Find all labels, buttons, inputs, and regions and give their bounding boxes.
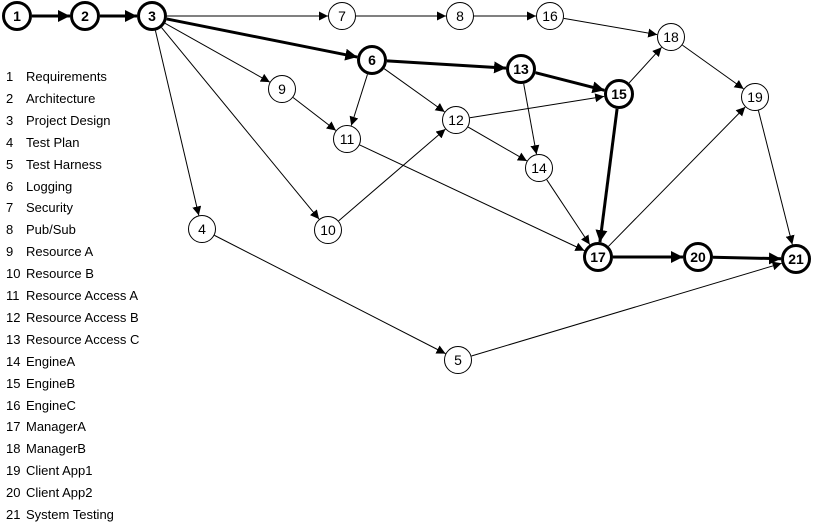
edge-17-19: [608, 106, 746, 247]
node-circle: [442, 106, 470, 134]
node-circle: [188, 215, 216, 243]
node-13: 13: [506, 54, 536, 84]
node-18: 18: [657, 23, 685, 51]
edge-18-19: [682, 44, 744, 90]
node-label: 16: [542, 8, 558, 24]
node-label: 1: [13, 8, 21, 24]
edge-20-21: [712, 252, 782, 265]
edges-layer: [32, 10, 795, 357]
edge-3-6: [166, 17, 358, 61]
node-circle: [683, 242, 713, 272]
node-circle: [506, 54, 536, 84]
edge-3-10: [161, 27, 320, 220]
node-label: 19: [747, 89, 763, 105]
node-label: 20: [690, 249, 706, 265]
node-1: 1: [2, 1, 32, 31]
node-9: 9: [268, 75, 296, 103]
node-circle: [70, 1, 100, 31]
edge-6-11: [349, 74, 368, 126]
node-5: 5: [444, 346, 472, 374]
node-circle: [604, 79, 634, 109]
edge-13-14: [523, 83, 540, 155]
node-12: 12: [442, 106, 470, 134]
node-label: 17: [590, 249, 606, 265]
node-7: 7: [328, 2, 356, 30]
edge-12-14: [467, 126, 528, 162]
node-19: 19: [741, 83, 769, 111]
node-circle: [268, 75, 296, 103]
edge-10-12: [338, 128, 446, 222]
node-label: 6: [368, 52, 376, 68]
node-label: 15: [611, 86, 627, 102]
edge-3-9: [164, 22, 271, 83]
node-label: 4: [198, 221, 206, 237]
node-label: 21: [788, 251, 804, 267]
edge-3-4: [154, 30, 202, 216]
node-circle: [314, 216, 342, 244]
edge-11-17: [359, 144, 585, 252]
node-circle: [328, 2, 356, 30]
node-circle: [657, 23, 685, 51]
node-label: 7: [338, 8, 346, 24]
node-17: 17: [583, 242, 613, 272]
node-16: 16: [536, 2, 564, 30]
node-20: 20: [683, 242, 713, 272]
edge-5-21: [471, 261, 782, 357]
node-circle: [583, 242, 613, 272]
edge-15-17: [595, 108, 619, 243]
edge-15-18: [628, 47, 662, 84]
node-label: 11: [340, 131, 355, 147]
edge-16-18: [563, 17, 658, 38]
node-circle: [357, 45, 387, 75]
node-label: 18: [663, 29, 679, 45]
node-label: 3: [148, 8, 156, 24]
node-8: 8: [446, 2, 474, 30]
node-circle: [525, 154, 553, 182]
node-label: 10: [320, 222, 336, 238]
node-label: 13: [513, 61, 529, 77]
node-11: 11: [333, 125, 361, 153]
node-circle: [137, 1, 167, 31]
node-circle: [536, 2, 564, 30]
edge-6-12: [383, 68, 445, 113]
node-4: 4: [188, 215, 216, 243]
node-circle: [446, 2, 474, 30]
node-circle: [444, 346, 472, 374]
node-circle: [2, 1, 32, 31]
edge-12-15: [469, 93, 605, 119]
node-10: 10: [314, 216, 342, 244]
edge-14-17: [546, 179, 591, 245]
node-6: 6: [357, 45, 387, 75]
node-circle: [333, 125, 361, 153]
node-label: 14: [531, 160, 547, 176]
node-circle: [741, 83, 769, 111]
node-label: 8: [456, 8, 464, 24]
edge-4-5: [214, 234, 446, 355]
node-label: 2: [81, 8, 89, 24]
node-label: 9: [278, 81, 286, 97]
edge-6-13: [386, 59, 507, 74]
node-14: 14: [525, 154, 553, 182]
edge-9-11: [292, 97, 337, 131]
edge-19-21: [757, 110, 795, 245]
node-label: 5: [454, 352, 462, 368]
node-circle: [781, 244, 811, 274]
node-label: 12: [448, 112, 464, 128]
node-2: 2: [70, 1, 100, 31]
edge-13-15: [535, 71, 605, 94]
node-15: 15: [604, 79, 634, 109]
node-21: 21: [781, 244, 811, 274]
node-3: 3: [137, 1, 167, 31]
